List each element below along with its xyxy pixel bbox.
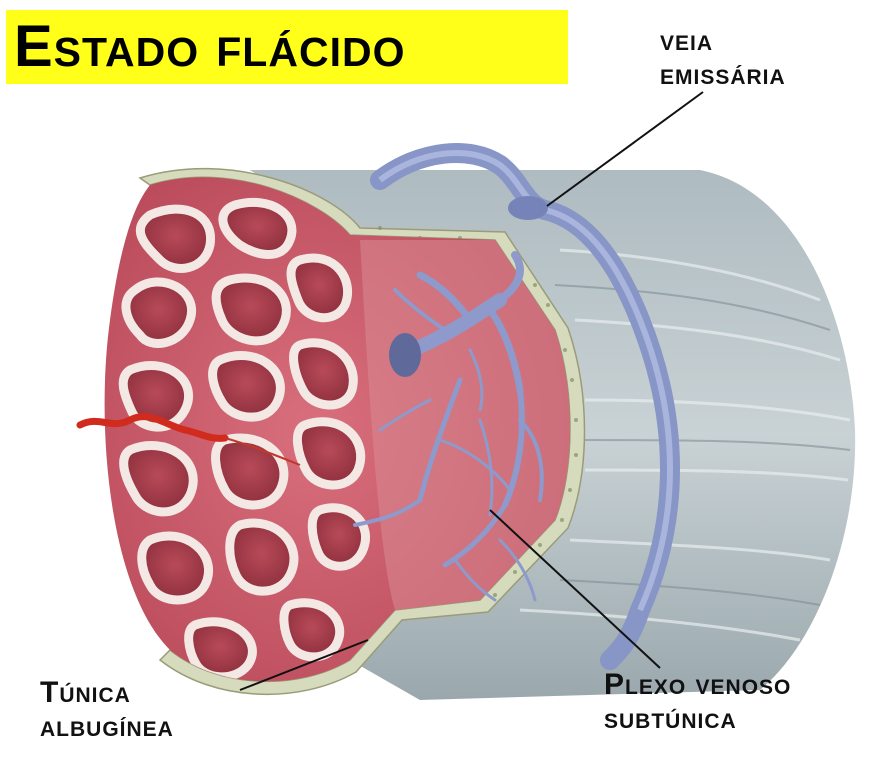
label-tunica-albuginea: Túnica albugínea xyxy=(40,676,174,744)
label-tunica-line1: Túnica xyxy=(40,676,174,710)
label-plexo-line2: subtúnica xyxy=(604,702,791,736)
label-veia-line1: veia xyxy=(660,24,786,58)
diagram-title: Estado flácido xyxy=(14,14,405,80)
label-tunica-line2: albugínea xyxy=(40,710,174,744)
label-veia-line2: emissária xyxy=(660,58,786,92)
plexus-vessel-opening xyxy=(389,333,421,377)
label-veia-emissaria: veia emissária xyxy=(660,24,786,92)
emissary-vein-junction xyxy=(508,196,548,220)
label-plexo-line1: Plexo venoso xyxy=(604,668,791,702)
label-plexo-venoso: Plexo venoso subtúnica xyxy=(604,668,791,736)
